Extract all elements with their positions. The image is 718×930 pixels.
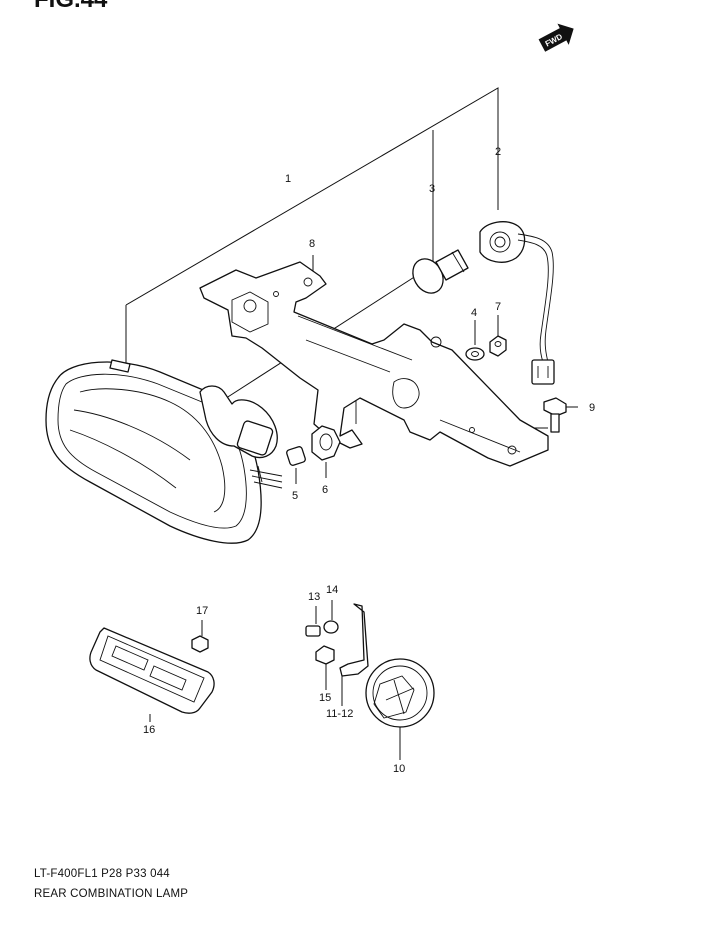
callout-9: 9 <box>589 402 595 414</box>
callout-15: 15 <box>319 692 331 704</box>
callout-numbers: 1 2 3 4 5 6 7 8 9 10 11-12 13 14 15 16 1… <box>143 146 595 775</box>
figure-title: FIG.44 <box>34 0 107 14</box>
callout-2: 2 <box>495 146 501 158</box>
bulb <box>412 249 469 294</box>
license-leader-lines <box>149 600 343 722</box>
callout-8: 8 <box>309 238 315 250</box>
grommet <box>323 620 339 634</box>
license-lamp <box>365 658 435 760</box>
callout-6: 6 <box>322 484 328 496</box>
lamp-nut <box>315 645 335 665</box>
callout-3: 3 <box>429 183 435 195</box>
reflector-nut <box>191 635 209 653</box>
fwd-arrow-icon: FWD <box>538 23 574 52</box>
collar <box>286 446 306 466</box>
lamp-stay <box>339 603 369 677</box>
callout-17: 17 <box>196 605 208 617</box>
model-code: LT-F400FL1 P28 P33 044 <box>34 868 170 880</box>
reflex-reflector <box>89 627 215 714</box>
callout-1: 1 <box>285 173 291 185</box>
callout-13: 13 <box>308 591 320 603</box>
bolt <box>543 397 567 433</box>
section-name: REAR COMBINATION LAMP <box>34 888 189 900</box>
callout-14: 14 <box>326 584 338 596</box>
lamp-bracket <box>199 261 549 467</box>
lamp-housing <box>45 359 283 544</box>
callout-4: 4 <box>471 307 477 319</box>
callout-7: 7 <box>495 301 501 313</box>
washer <box>465 347 485 361</box>
screw <box>305 625 321 637</box>
callout-16: 16 <box>143 724 155 736</box>
callout-10: 10 <box>393 763 405 775</box>
callout-11-12: 11-12 <box>326 708 353 720</box>
nut <box>489 335 507 357</box>
socket-harness <box>479 221 555 385</box>
callout-5: 5 <box>292 490 298 502</box>
lock-nut <box>311 425 341 461</box>
